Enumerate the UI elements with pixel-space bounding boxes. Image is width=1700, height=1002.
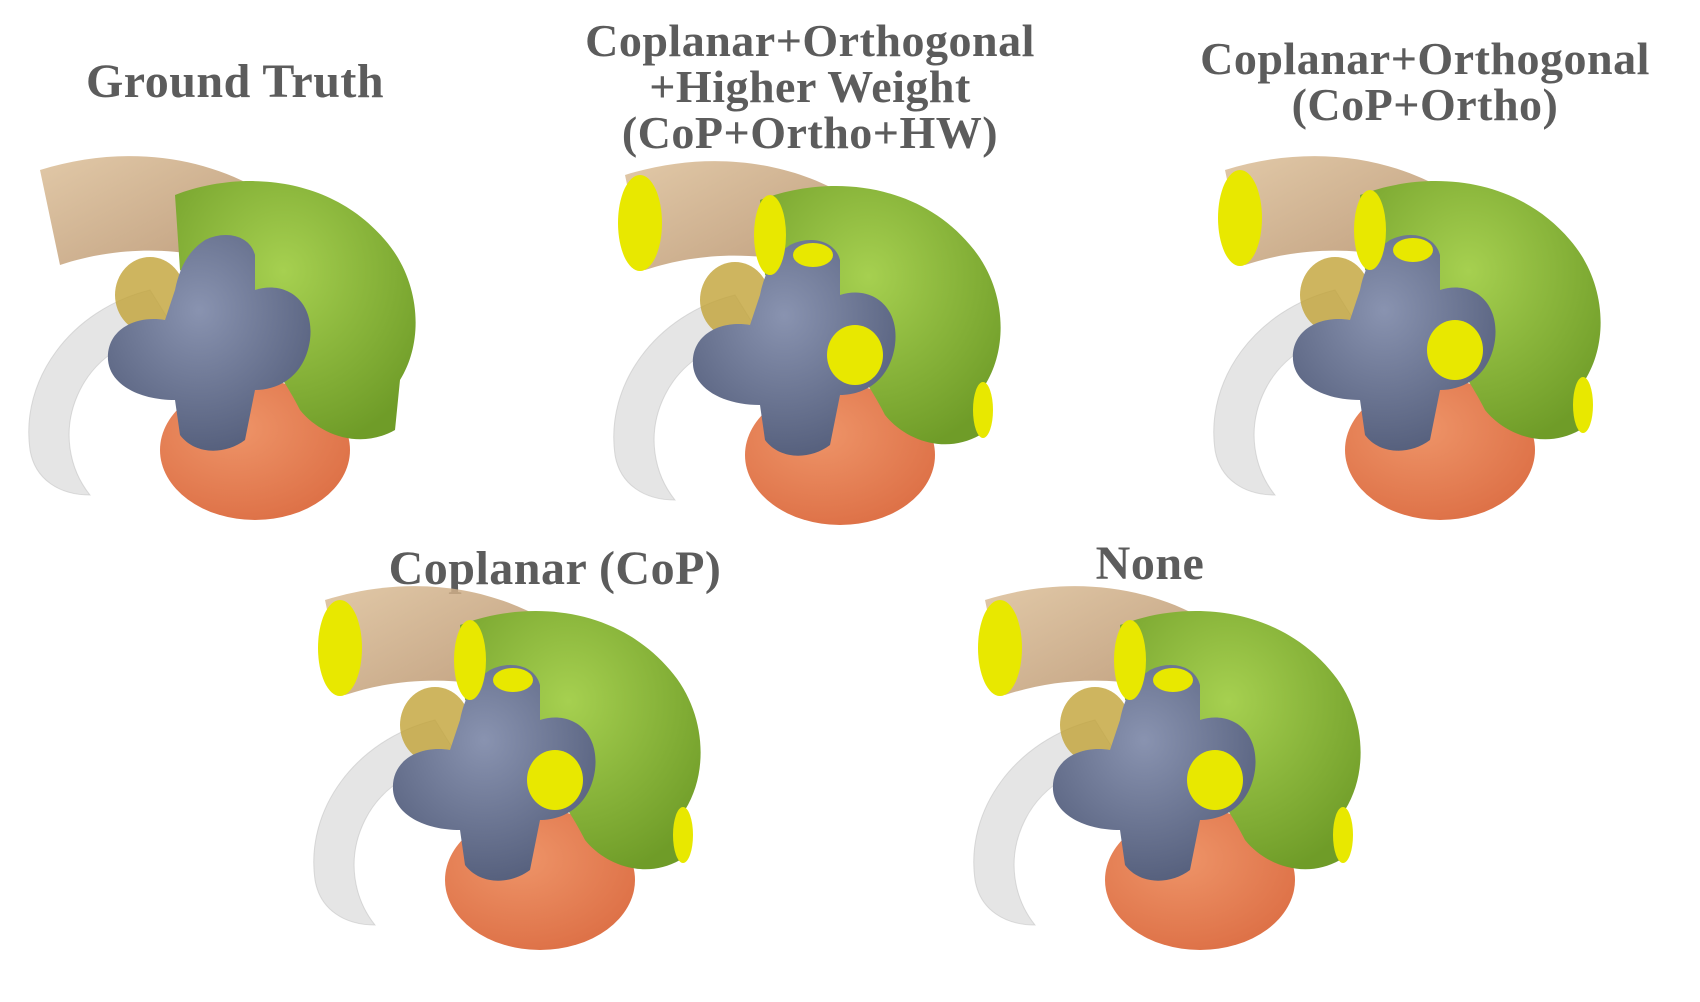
title-cop-ortho-hw: Coplanar+Orthogonal +Higher Weight (CoP+… xyxy=(520,18,1100,156)
cap-aorta xyxy=(318,600,362,696)
cap-green-end xyxy=(673,807,693,863)
title-line: Coplanar+Orthogonal xyxy=(585,15,1035,66)
title-line: Coplanar (CoP) xyxy=(388,542,722,595)
render-cop-ortho xyxy=(1185,150,1655,520)
cap-green xyxy=(1354,190,1386,270)
cap-atrium-side xyxy=(827,325,883,385)
cap-atrium-top xyxy=(493,668,533,692)
cap-atrium-side xyxy=(1427,320,1483,380)
atrium-shape xyxy=(692,240,896,456)
cap-aorta xyxy=(978,600,1022,696)
cap-green xyxy=(1114,620,1146,700)
atrium-shape xyxy=(392,665,596,881)
cap-atrium-top xyxy=(1393,238,1433,262)
title-line: (CoP+Ortho+HW) xyxy=(621,107,999,158)
title-ground-truth: Ground Truth xyxy=(40,58,430,106)
title-line: +Higher Weight xyxy=(649,61,971,112)
cap-atrium-top xyxy=(793,243,833,267)
cap-green-end xyxy=(1573,377,1593,433)
atrium-shape xyxy=(1292,235,1496,451)
render-none xyxy=(945,580,1415,950)
title-line: (CoP+Ortho) xyxy=(1291,79,1559,130)
render-cop xyxy=(285,580,755,950)
title-line: None xyxy=(1095,537,1205,590)
title-cop: Coplanar (CoP) xyxy=(345,545,765,593)
cap-atrium-top xyxy=(1153,668,1193,692)
title-line: Ground Truth xyxy=(85,55,385,108)
atrium-shape xyxy=(1052,665,1256,881)
title-cop-ortho: Coplanar+Orthogonal (CoP+Ortho) xyxy=(1150,36,1700,128)
cap-green-end xyxy=(1333,807,1353,863)
render-cop-ortho-hw xyxy=(585,155,1055,525)
title-line: Coplanar+Orthogonal xyxy=(1200,33,1650,84)
cap-atrium-side xyxy=(1187,750,1243,810)
cap-green-end xyxy=(973,382,993,438)
cap-aorta xyxy=(618,175,662,271)
cap-atrium-side xyxy=(527,750,583,810)
atrium-shape xyxy=(107,235,311,451)
cap-green xyxy=(754,195,786,275)
title-none: None xyxy=(1060,540,1240,588)
render-ground-truth xyxy=(0,150,470,520)
cap-aorta xyxy=(1218,170,1262,266)
cap-green xyxy=(454,620,486,700)
